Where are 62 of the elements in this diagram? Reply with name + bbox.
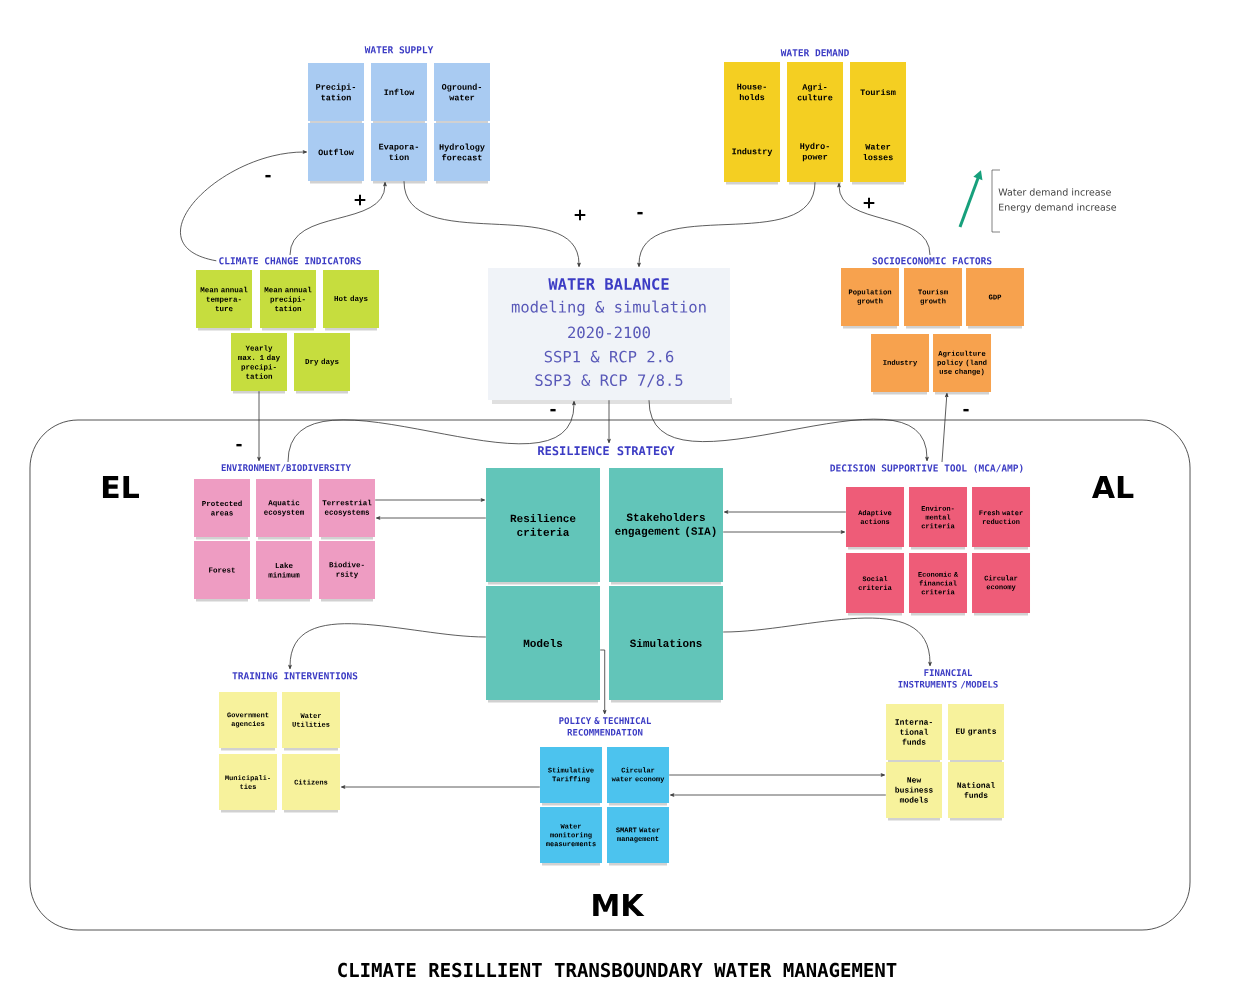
sticky-note: Hydrology forecast xyxy=(434,123,490,184)
sticky-note: Precipi-tation xyxy=(308,63,364,124)
sign-label: + xyxy=(574,209,586,221)
arrow xyxy=(648,399,929,462)
arrow xyxy=(289,181,387,256)
group-heading: WATER DEMAND xyxy=(780,49,849,57)
sign-label: + xyxy=(354,194,366,206)
arrow xyxy=(722,530,846,534)
arrow xyxy=(722,617,932,667)
balance-box: WATER BALANCE modeling & simulation 2020-2100 SSP1 & RCP 2.6 SSP3 & RCP 7/8.5 xyxy=(488,268,732,404)
sticky-note: House-holds xyxy=(724,62,780,125)
group-heading: RESILIENCE STRATEGY xyxy=(538,446,675,456)
arrow xyxy=(668,773,886,777)
sign-label: - xyxy=(550,408,556,412)
sticky-note: Outflow xyxy=(308,123,364,184)
arrow xyxy=(723,510,847,514)
sign-label: - xyxy=(236,443,242,447)
arrow xyxy=(287,400,576,463)
sticky-note: Hydro-power xyxy=(787,122,843,185)
sticky-note: Water losses xyxy=(850,122,906,185)
caption: CLIMATE RESILLIENT TRANSBOUNDARY WATER MANAGEMENT xyxy=(338,962,897,978)
sign-label: + xyxy=(863,197,875,209)
arrow xyxy=(374,498,486,502)
sticky-note: New business models xyxy=(886,762,942,821)
arrow xyxy=(257,390,261,462)
sticky-note: Models xyxy=(486,586,600,703)
note-text: Energy demand increase xyxy=(999,203,1117,213)
group-heading: TRAINING INTERVENTIONS xyxy=(232,672,358,680)
arrow xyxy=(375,516,487,520)
sticky-note: Oground-water xyxy=(434,63,490,124)
sign-label: - xyxy=(265,174,271,178)
sign-label: - xyxy=(637,211,643,215)
sticky-note: Inflow xyxy=(371,63,427,124)
arrow xyxy=(340,785,541,789)
group-heading: WATER SUPPLY xyxy=(364,46,434,54)
note-text: Water demand increase xyxy=(998,188,1111,196)
sticky-note: Evapora-tion xyxy=(371,123,427,184)
group-heading: ENVIRONMENT/BIODIVERSITY xyxy=(221,464,351,472)
sticky-note: Stakeholders engagement (SIA) xyxy=(609,468,723,585)
arrow xyxy=(941,392,949,463)
arrow xyxy=(607,399,611,444)
sticky-note: Simulations xyxy=(609,586,723,703)
arrow xyxy=(837,182,931,256)
sticky-note: EU grants xyxy=(948,704,1004,763)
sticky-note: Industry xyxy=(724,122,780,185)
group-heading: FINANCIAL INSTRUMENTS /MODELS xyxy=(898,669,998,689)
group-heading: CLIMATE CHANGE INDICATORS xyxy=(219,257,361,265)
arrow xyxy=(288,623,487,670)
sign-label: - xyxy=(963,408,969,412)
arrow xyxy=(403,180,581,268)
sticky-note: Tourism xyxy=(850,62,906,125)
sticky-note: Resilience criteria xyxy=(486,468,600,585)
arrow xyxy=(599,649,607,715)
group-heading: DECISION SUPPORTIVE TOOL (MCA/AMP) xyxy=(830,464,1023,473)
group-heading: POLICY & TECHNICAL RECOMMENDATION xyxy=(559,717,651,736)
group-heading: SOCIOECONOMIC FACTORS xyxy=(872,257,992,265)
sticky-note: Agri-culture xyxy=(787,62,843,125)
arrow xyxy=(180,150,308,262)
sticky-note: National funds xyxy=(948,762,1004,821)
sticky-note: Interna-tional funds xyxy=(886,704,942,763)
arrow xyxy=(637,181,816,268)
arrow xyxy=(669,793,887,797)
